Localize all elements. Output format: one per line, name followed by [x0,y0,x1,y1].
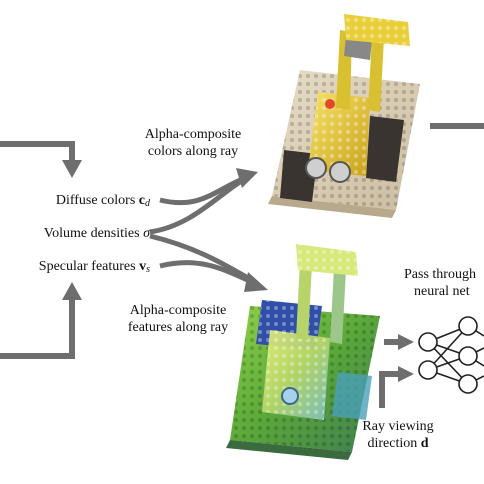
arrow-ray-direction-head [398,366,414,382]
diffuse-colors-subscript: d [145,198,150,209]
specular-features-text: Specular features [38,259,140,274]
alpha-features-line1: Alpha-composite [129,303,227,318]
diffuse-colors-symbol: c [138,193,145,208]
pass-through-line2: neural net [414,284,470,299]
nn-node [458,346,478,366]
ray-direction-symbol: d [420,436,429,451]
nn-node [458,316,478,336]
left-bracket-bottom-arrow [0,298,75,359]
ray-direction-line1: Ray viewing [362,419,434,434]
nn-node [458,374,478,394]
diffuse-colors-text: Diffuse colors [55,193,139,208]
alpha-colors-line1: Alpha-composite [144,127,242,142]
volume-densities-text: Volume densities [43,226,144,241]
specular-features-label: Specular features vs [0,258,150,275]
neural-net-diagram [418,316,484,394]
left-bracket-top-arrowhead [62,160,82,178]
ray-direction-text: direction [367,436,421,451]
diffuse-colors-label: Diffuse colors cd [0,192,150,209]
arrow-feature-render-to-net-head [398,334,414,350]
nn-node [418,332,438,352]
alpha-features-label: Alpha-composite features along ray [110,302,246,336]
left-bracket-top-arrow [0,141,75,160]
arrow-ray-direction [379,371,398,408]
left-bracket-bottom-arrowhead [62,282,82,300]
volume-densities-label: Volume densities σ [0,225,150,242]
alpha-colors-line2: colors along ray [147,144,239,159]
color-rendering-image [268,14,420,218]
arrow-diffuse-head [236,168,258,188]
pass-through-line1: Pass through [404,267,476,282]
arrow-density-to-color-render [149,179,242,235]
specular-features-subscript: s [146,264,150,275]
feature-rendering-image [226,244,380,460]
specular-features-symbol: v [139,259,147,274]
ray-direction-label: Ray viewing direction d [350,418,446,452]
arrow-density-feature-head [244,272,268,292]
alpha-features-line2: features along ray [127,320,229,335]
volume-densities-symbol: σ [143,226,150,241]
ray-direction-line2: direction d [350,435,446,452]
nn-node [418,360,438,380]
alpha-colors-label: Alpha-composite colors along ray [128,126,258,160]
arrow-specular-to-feature-render [159,260,254,285]
pass-through-label: Pass through neural net [404,266,476,300]
pass-through-label-clip: Pass through neural net [404,266,484,306]
